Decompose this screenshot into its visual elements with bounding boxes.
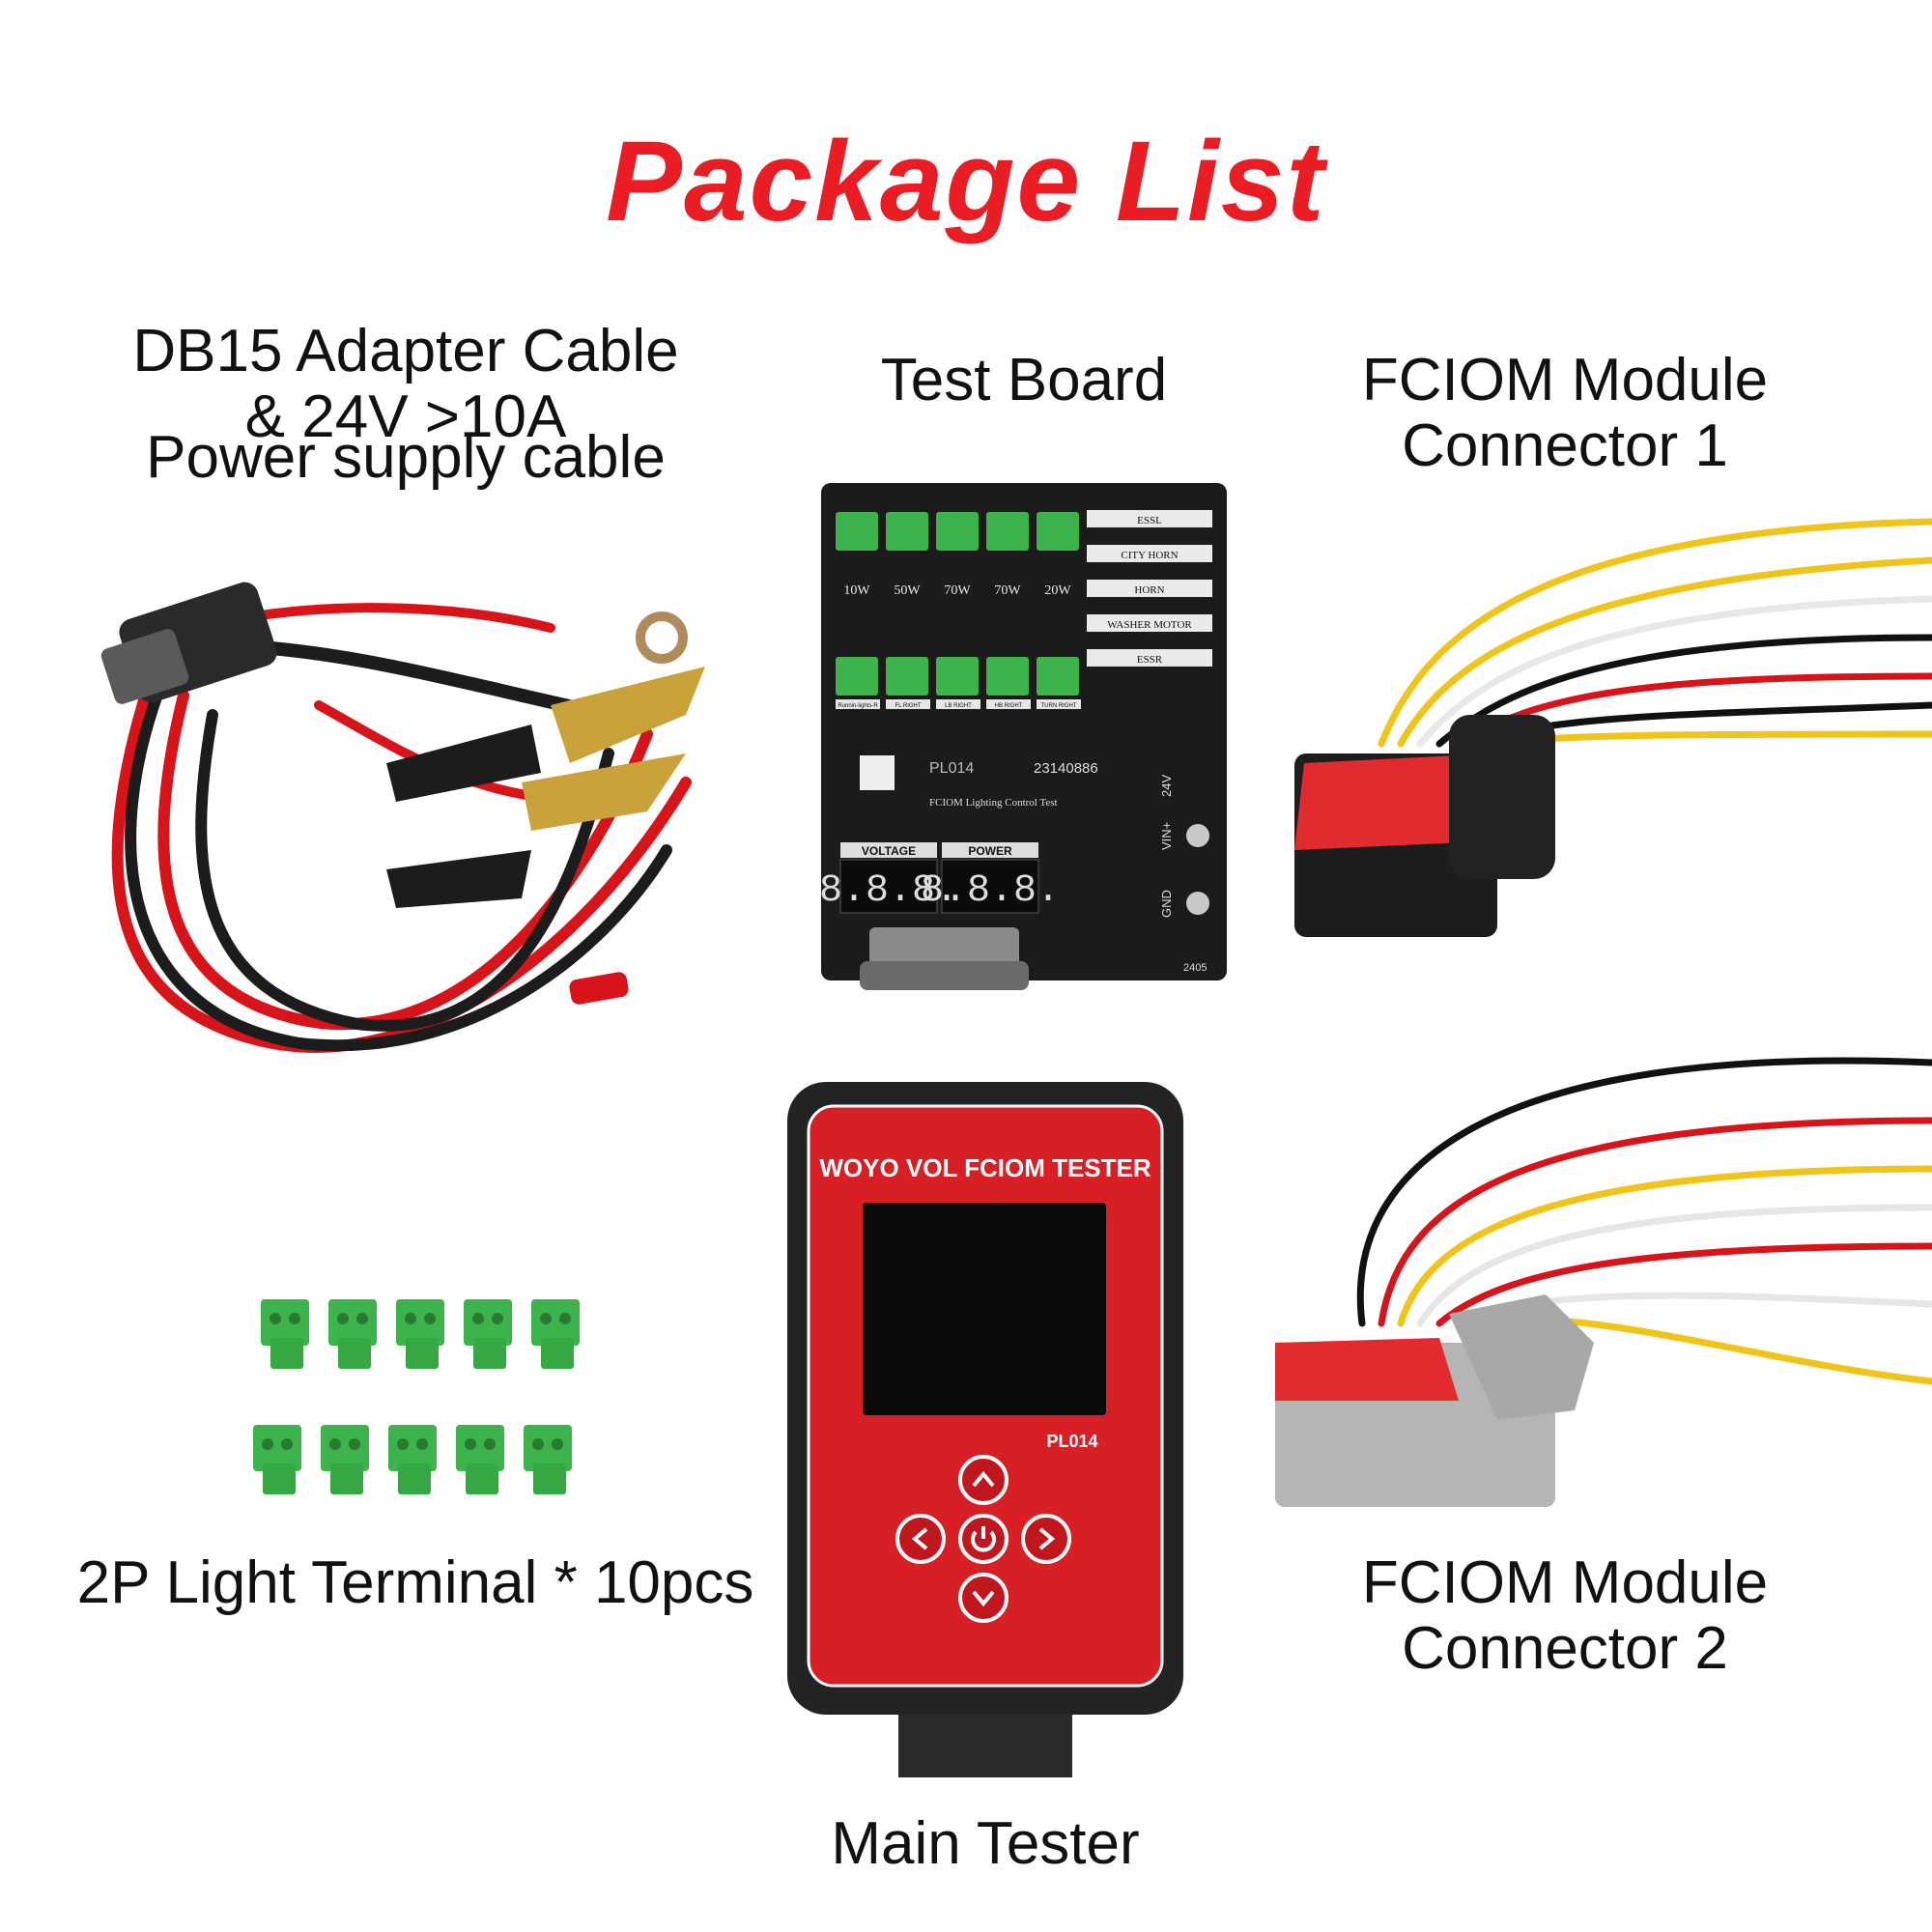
light-terminal-label: 2P Light Terminal * 10pcs [76, 1549, 754, 1616]
connector1-photo [1294, 518, 1932, 937]
two-pin-terminal [524, 1425, 572, 1494]
db15-cable-label: DB15 Adapter Cable & 24V >10A Power supp… [132, 318, 679, 492]
v24-label: 24V [1159, 775, 1174, 797]
relay-label: ESSL [1137, 515, 1162, 526]
power-display: 8.8.8. [921, 869, 1060, 913]
left-button[interactable] [895, 1514, 946, 1564]
connector1-housing-icon [1294, 715, 1555, 937]
board-bottom-label: FL RIGHT [895, 703, 921, 709]
board-terminal-block [886, 657, 928, 696]
right-button[interactable] [1021, 1514, 1071, 1564]
db15-connector-icon [100, 582, 277, 704]
board-bottom-label: HB RIGHT [995, 703, 1023, 709]
two-pin-terminal [328, 1299, 377, 1369]
board-terminal-block [936, 657, 979, 696]
date-code: 2405 [1183, 962, 1207, 974]
db15-port-icon [860, 927, 1029, 990]
connector2-housing-icon [1275, 1294, 1594, 1507]
db15-power-cable-photo [100, 582, 705, 1053]
board-relay-labels: ESSL CITY HORN HORN WASHER MOTOR ESSR [1087, 510, 1212, 667]
connector2-label: FCIOM Module Connector 2 [1361, 1549, 1769, 1683]
qr-code-icon [860, 755, 895, 790]
light-terminals-photo [253, 1299, 580, 1494]
power-icon [971, 1530, 996, 1552]
board-terminal-block [936, 512, 979, 551]
board-terminal-block [836, 512, 878, 551]
connector1-label: FCIOM Module Connector 1 [1361, 347, 1769, 480]
connector2-photo [1275, 1057, 1932, 1507]
watt-label: 10W [843, 583, 870, 598]
board-terminal-block [836, 657, 878, 696]
page-title: Package List [606, 118, 1326, 245]
chevron-up-icon [972, 1470, 995, 1488]
main-tester-photo: WOYO VOL FCIOM TESTER PL014 [787, 1082, 1183, 1777]
board-model: PL014 [929, 760, 974, 777]
tester-screen [863, 1203, 1106, 1415]
board-terminal-block [886, 512, 928, 551]
board-terminal-block [986, 657, 1029, 696]
alligator-clip-icon [386, 667, 705, 908]
voltage-label: VOLTAGE [862, 844, 916, 858]
relay-label: WASHER MOTOR [1107, 619, 1192, 631]
gnd-label: GND [1159, 890, 1174, 918]
two-pin-terminal [261, 1299, 309, 1369]
board-serial: 23140886 [1034, 760, 1098, 777]
watt-label: 70W [944, 583, 971, 598]
banana-plug-icon [569, 972, 629, 1005]
main-tester-label: Main Tester [831, 1810, 1140, 1877]
watt-label: 50W [894, 583, 921, 598]
screw-terminal-icon [1186, 892, 1209, 915]
relay-label: CITY HORN [1121, 550, 1178, 561]
ring-terminal-icon [636, 611, 688, 664]
tester-model: PL014 [1046, 1432, 1097, 1451]
watt-label: 70W [994, 583, 1021, 598]
board-terminal-blocks [836, 512, 1079, 551]
relay-label: HORN [1134, 584, 1164, 596]
two-pin-terminal [253, 1425, 301, 1494]
relay-label: ESSR [1137, 654, 1163, 666]
screw-terminal-icon [1186, 824, 1209, 847]
power-label: POWER [968, 844, 1012, 858]
board-bottom-label: TURN RIGHT [1041, 703, 1077, 709]
two-pin-terminal [464, 1299, 512, 1369]
board-bottom-labels: Runnin-lights-R FL RIGHT LB RIGHT HB RIGHT T… [836, 699, 1081, 709]
test-board-photo: 10W 50W 70W 70W 20W ESSL CITY HORN HORN WASHER … [819, 483, 1227, 990]
up-button[interactable] [958, 1455, 1009, 1505]
board-terminal-block [986, 512, 1029, 551]
board-caption: FCIOM Lighting Control Test [929, 797, 1058, 809]
chevron-right-icon [1038, 1527, 1056, 1550]
tester-brand: WOYO VOL FCIOM TESTER [819, 1153, 1151, 1182]
two-pin-terminal [531, 1299, 580, 1369]
two-pin-terminal [396, 1299, 444, 1369]
two-pin-terminal [388, 1425, 437, 1494]
board-terminal-block [1037, 512, 1079, 551]
board-bottom-label: Runnin-lights-R [838, 703, 878, 709]
board-watt-labels: 10W 50W 70W 70W 20W [843, 583, 1071, 598]
chevron-down-icon [972, 1590, 995, 1607]
two-pin-terminal [456, 1425, 504, 1494]
board-bottom-label: LB RIGHT [945, 703, 972, 709]
two-pin-terminal [321, 1425, 369, 1494]
board-terminal-blocks-lower [836, 657, 1079, 696]
watt-label: 20W [1044, 583, 1071, 598]
voltage-display: 8.8.8. [819, 869, 958, 913]
test-board-label: Test Board [880, 347, 1168, 413]
down-button[interactable] [958, 1573, 1009, 1623]
chevron-left-icon [911, 1527, 928, 1550]
vin-label: VIN+ [1159, 822, 1174, 850]
board-terminal-block [1037, 657, 1079, 696]
